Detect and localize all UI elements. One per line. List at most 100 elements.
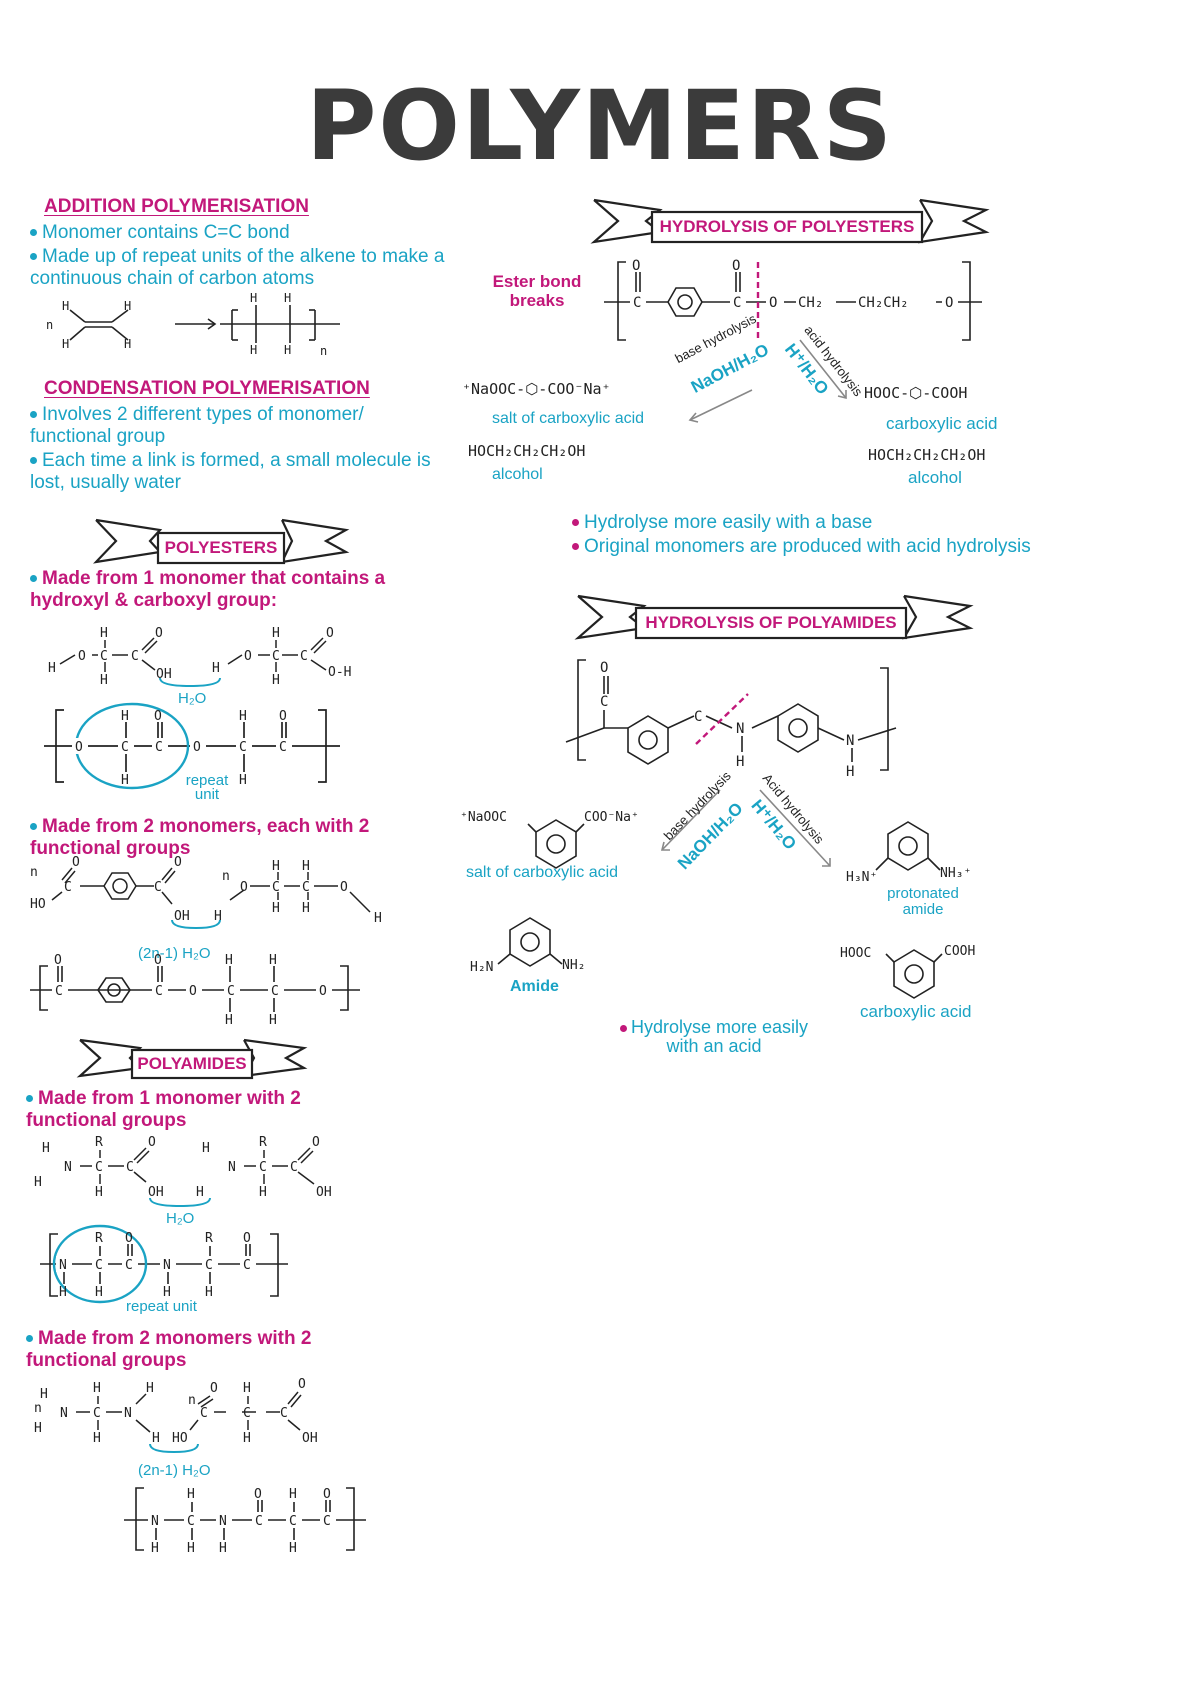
svg-text:C: C — [121, 740, 129, 755]
svg-text:H: H — [272, 626, 280, 641]
pa-acid-label: carboxylic acid — [860, 1002, 972, 1021]
svg-text:O: O — [148, 1135, 156, 1150]
svg-text:R: R — [95, 1231, 103, 1246]
svg-text:N: N — [219, 1514, 227, 1529]
polyamide-repeat-unit-label: repeat unit — [126, 1298, 197, 1315]
svg-text:H: H — [250, 291, 257, 305]
condensation-point-1: Involves 2 different types of monomer/ f… — [30, 404, 364, 447]
svg-text:O: O — [600, 660, 608, 676]
svg-text:C: C — [125, 1258, 133, 1273]
pa-acid-right: COOH — [944, 944, 976, 959]
svg-text:H: H — [243, 1381, 251, 1396]
svg-text:O: O — [312, 1135, 320, 1150]
svg-text:C: C — [95, 1160, 103, 1175]
svg-text:N: N — [846, 733, 854, 749]
acid-product-2-label: alcohol — [908, 468, 962, 487]
polyesters-point-2: Made from 2 monomers, each with 2 functi… — [30, 816, 370, 859]
bullet-dot — [30, 253, 37, 261]
hydro-polyesters-heading: HYDROLYSIS OF POLYESTERS — [659, 217, 915, 236]
svg-text:O: O — [298, 1377, 306, 1392]
svg-text:C: C — [271, 984, 279, 999]
svg-text:H: H — [259, 1185, 267, 1200]
pa-amide-label: Amide — [510, 978, 559, 995]
addition-point-2: Made up of repeat units of the alkene to… — [30, 246, 445, 289]
svg-text:H: H — [272, 859, 280, 874]
svg-text:C: C — [95, 1258, 103, 1273]
svg-text:O: O — [945, 295, 953, 311]
svg-text:H: H — [736, 754, 744, 770]
svg-text:O: O — [72, 855, 80, 870]
svg-text:H: H — [34, 1175, 42, 1190]
base-product-1: ⁺NaOOC-⬡-COO⁻Na⁺ — [462, 380, 611, 398]
svg-text:OH: OH — [316, 1185, 332, 1200]
svg-text:HO: HO — [172, 1431, 188, 1446]
ester-bond-label: Ester bond breaks — [492, 272, 582, 310]
svg-text:H: H — [100, 673, 108, 688]
base-product-2-label: alcohol — [492, 466, 543, 483]
polyamide-water-1: H₂O — [166, 1210, 195, 1227]
svg-text:C: C — [272, 880, 280, 895]
svg-text:O: O — [193, 740, 201, 755]
svg-text:N: N — [59, 1258, 67, 1273]
svg-text:C: C — [733, 295, 741, 311]
svg-text:n: n — [188, 1393, 196, 1408]
svg-text:O: O — [323, 1487, 331, 1502]
svg-text:C: C — [289, 1514, 297, 1529]
svg-text:N: N — [151, 1514, 159, 1529]
polyesters-point-1: Made from 1 monomer that contains a hydr… — [30, 568, 386, 611]
svg-text:C: C — [131, 649, 139, 664]
svg-text:H: H — [269, 953, 277, 968]
svg-text:OH: OH — [148, 1185, 164, 1200]
svg-text:n: n — [34, 1401, 42, 1416]
svg-text:C: C — [323, 1514, 331, 1529]
svg-text:R: R — [259, 1135, 267, 1150]
svg-text:O: O — [254, 1487, 262, 1502]
svg-text:C: C — [55, 984, 63, 999]
svg-text:H: H — [272, 673, 280, 688]
hydro-polyamides-note: Hydrolyse more easily with an acid — [604, 1018, 824, 1056]
svg-text:H: H — [146, 1381, 154, 1396]
svg-text:C: C — [290, 1160, 298, 1175]
svg-text:C: C — [280, 1406, 288, 1421]
svg-text:H: H — [62, 337, 69, 351]
svg-text:H: H — [93, 1431, 101, 1446]
pa-salt-right: COO⁻Na⁺ — [584, 810, 639, 825]
svg-text:H: H — [95, 1285, 103, 1300]
svg-text:H: H — [95, 1185, 103, 1200]
pa-amide-left: H₂N — [470, 960, 494, 975]
svg-text:C: C — [126, 1160, 134, 1175]
polyesters-heading: POLYESTERS — [164, 538, 278, 557]
svg-text:O: O — [154, 953, 162, 968]
polyester-water-1: H₂O — [178, 690, 207, 707]
svg-text:R: R — [205, 1231, 213, 1246]
svg-text:H: H — [239, 773, 247, 788]
svg-text:H: H — [289, 1487, 297, 1502]
svg-text:H: H — [124, 337, 131, 351]
page-title: POLYMERS — [306, 70, 894, 182]
svg-text:C: C — [243, 1258, 251, 1273]
svg-text:C: C — [259, 1160, 267, 1175]
hydro-polyamides-heading: HYDROLYSIS OF POLYAMIDES — [645, 613, 897, 632]
pa-protonated-right: NH₃⁺ — [940, 866, 972, 881]
pa-salt-label: salt of carboxylic acid — [466, 864, 619, 881]
svg-text:O: O — [340, 880, 348, 895]
addition-point-1: Monomer contains C=C bond — [30, 222, 450, 244]
svg-text:H: H — [121, 709, 129, 724]
svg-text:H: H — [187, 1541, 195, 1556]
polyamide-water-2: (2n-1) H₂O — [138, 1462, 211, 1479]
svg-text:O: O — [326, 626, 334, 641]
pa-amide-right: NH₂ — [562, 958, 586, 973]
bullet-dot — [30, 411, 37, 419]
addition-heading: ADDITION POLYMERISATION — [44, 196, 309, 217]
svg-text:C: C — [155, 984, 163, 999]
svg-text:H: H — [269, 1013, 277, 1028]
